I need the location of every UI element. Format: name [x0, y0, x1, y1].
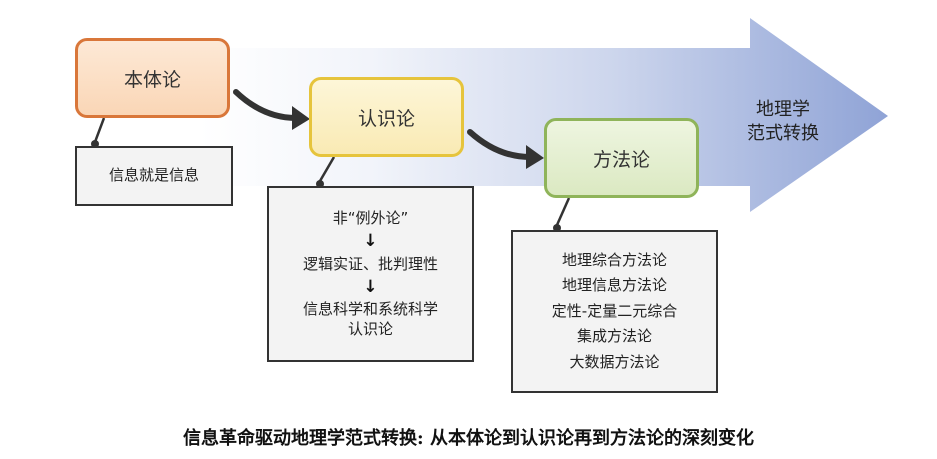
note-line: 大数据方法论	[569, 352, 660, 371]
stage-methodology: 方法论	[544, 118, 699, 198]
note-line: 地理信息方法论	[561, 276, 667, 295]
epistemology-note: 非“例外论” ↓ 逻辑实证、批判理性 ↓ 信息科学和系统科学 认识论	[267, 186, 474, 362]
stage-label: 本体论	[123, 68, 181, 91]
methodology-note: 地理综合方法论 地理信息方法论 定性-定量二元综合 集成方法论 大数据方法论	[511, 230, 718, 393]
arrowhead-1	[292, 106, 310, 130]
ontology-note: 信息就是信息	[75, 146, 233, 206]
paradigm-shift-arrow	[200, 18, 888, 212]
stage-ontology: 本体论	[75, 38, 230, 118]
stage-label: 认识论	[357, 107, 415, 130]
paradigm-shift-label: 地理学 范式转换	[738, 98, 828, 147]
curved-arrow-icon	[467, 129, 533, 160]
down-arrow-icon: ↓	[363, 231, 378, 252]
down-arrow-icon: ↓	[363, 277, 378, 297]
connector-1	[93, 117, 106, 143]
note-line: 定性-定量二元综合	[551, 301, 678, 320]
note-line: 逻辑实证、批判理性	[302, 254, 438, 273]
arrowhead-2	[526, 145, 544, 169]
connector-2	[318, 156, 336, 182]
note-line: 集成方法论	[576, 327, 652, 346]
shift-label-line: 地理学	[756, 99, 810, 120]
stage-label: 方法论	[592, 148, 650, 171]
note-line: 信息科学和系统科学	[302, 300, 438, 319]
note-line: 认识论	[347, 319, 393, 338]
figure-caption: 信息革命驱动地理学范式转换: 从本体论到认识论再到方法论的深刻变化	[183, 428, 754, 449]
curved-arrow-icon	[233, 89, 299, 121]
note-line: 非“例外论”	[332, 208, 409, 227]
note-line: 地理综合方法论	[561, 250, 667, 269]
stage-epistemology: 认识论	[309, 77, 464, 157]
shift-label-line: 范式转换	[747, 123, 819, 145]
connector-3	[555, 197, 571, 226]
note-line: 信息就是信息	[108, 166, 199, 185]
